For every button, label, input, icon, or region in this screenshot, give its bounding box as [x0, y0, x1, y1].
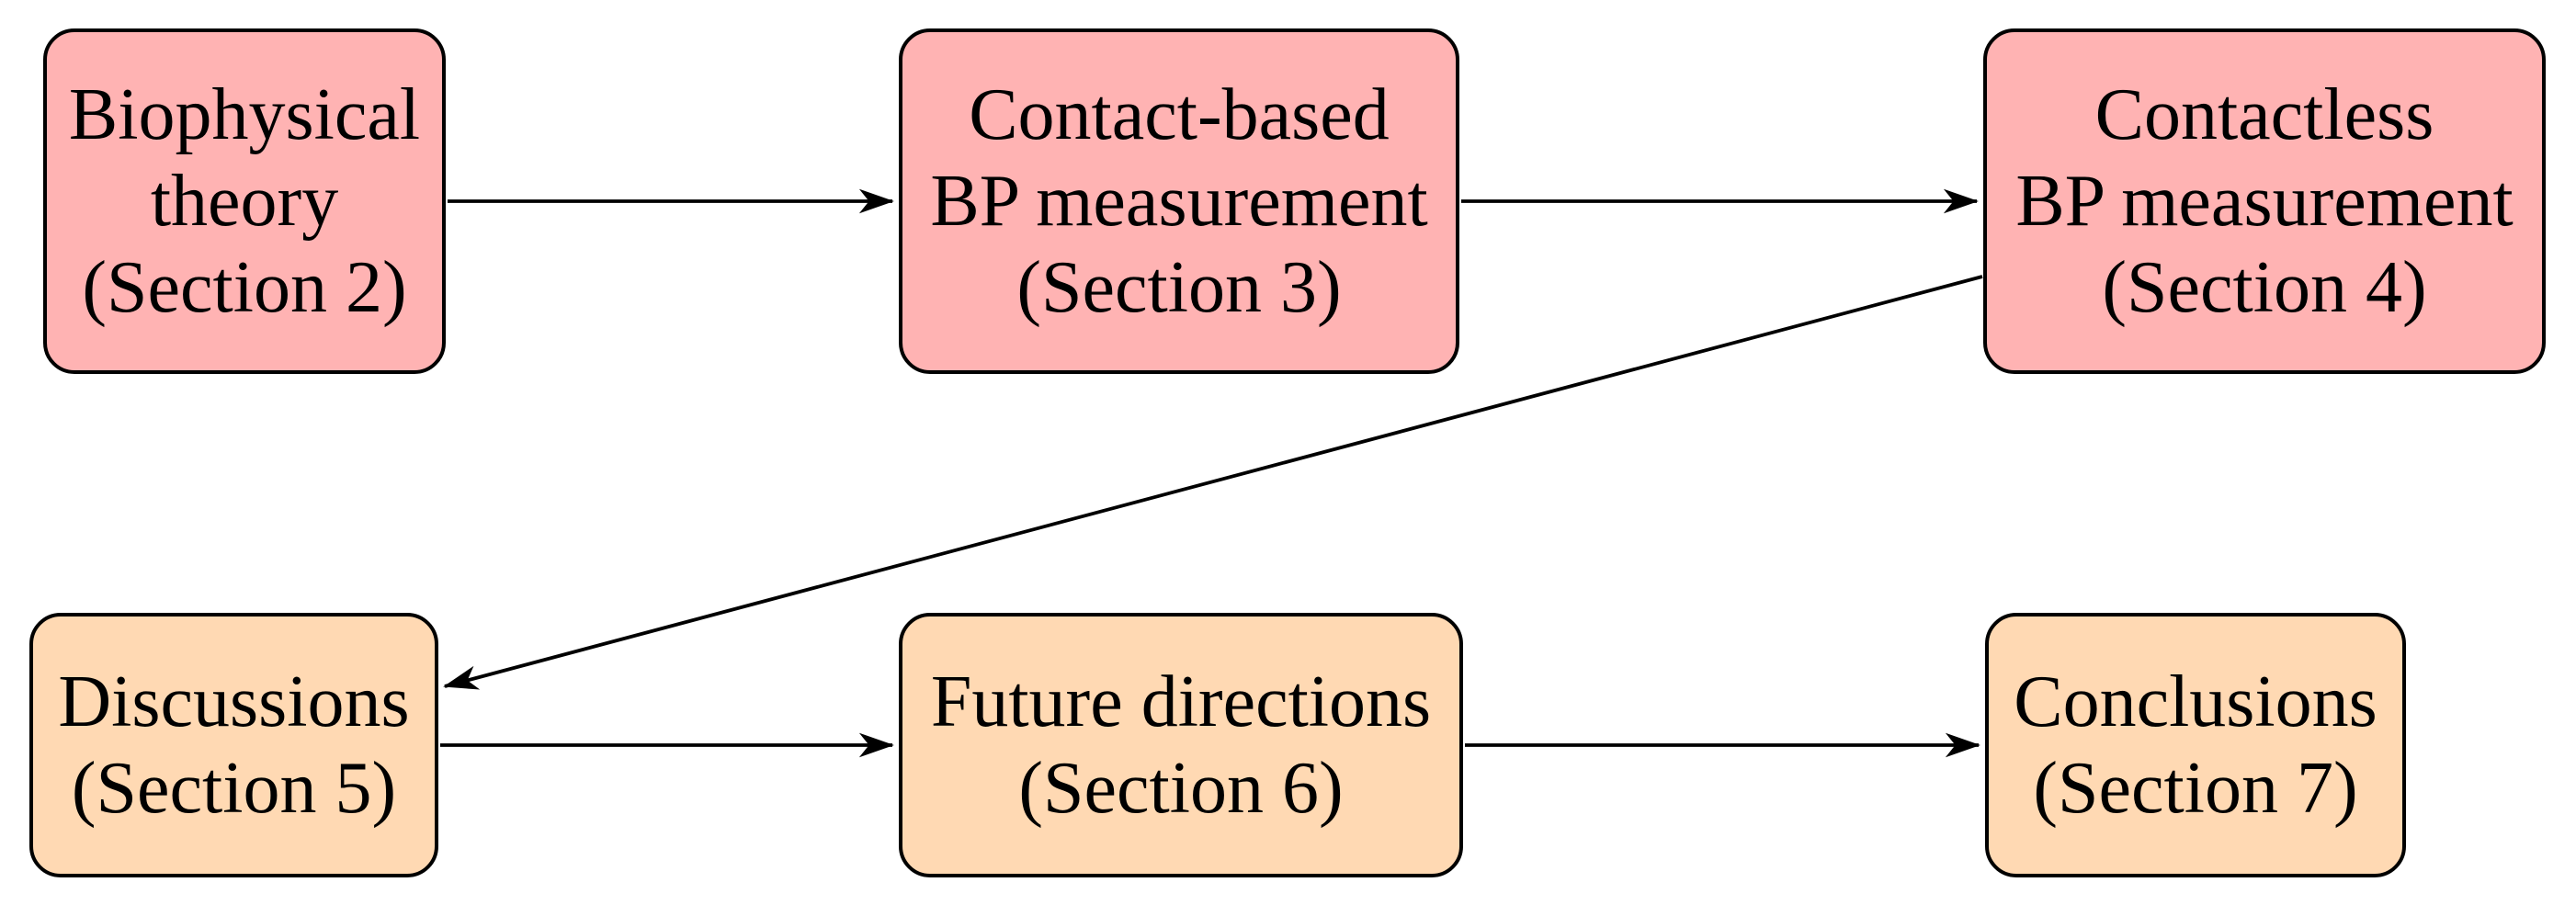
node-label-line: Contactless [2094, 74, 2434, 155]
node-label-line: Discussions [58, 662, 410, 742]
node-contact-based-bp-measurement: Contact-based BP measurement (Section 3) [899, 28, 1459, 374]
node-label-line: (Section 2) [82, 247, 407, 328]
node-contactless-bp-measurement: Contactless BP measurement (Section 4) [1983, 28, 2546, 374]
node-label-line: Future directions [930, 662, 1432, 742]
node-label-line: (Section 4) [2102, 247, 2427, 328]
node-label-line: theory [150, 161, 339, 242]
node-label-line: (Section 6) [1018, 748, 1344, 829]
node-conclusions: Conclusions (Section 7) [1985, 613, 2406, 877]
node-label-line: Contact-based [969, 74, 1390, 155]
node-label-line: Biophysical [68, 74, 421, 155]
node-label-line: BP measurement [930, 161, 1428, 242]
node-future-directions: Future directions (Section 6) [899, 613, 1463, 877]
node-discussions: Discussions (Section 5) [29, 613, 438, 877]
arrow-contactless-to-discussions [443, 275, 1983, 690]
node-biophysical-theory: Biophysical theory (Section 2) [43, 28, 446, 374]
node-label-line: (Section 7) [2033, 748, 2358, 829]
node-label-line: (Section 3) [1016, 247, 1342, 328]
node-label-line: BP measurement [2015, 161, 2514, 242]
node-label-line: Conclusions [2014, 662, 2377, 742]
node-label-line: (Section 5) [71, 748, 397, 829]
